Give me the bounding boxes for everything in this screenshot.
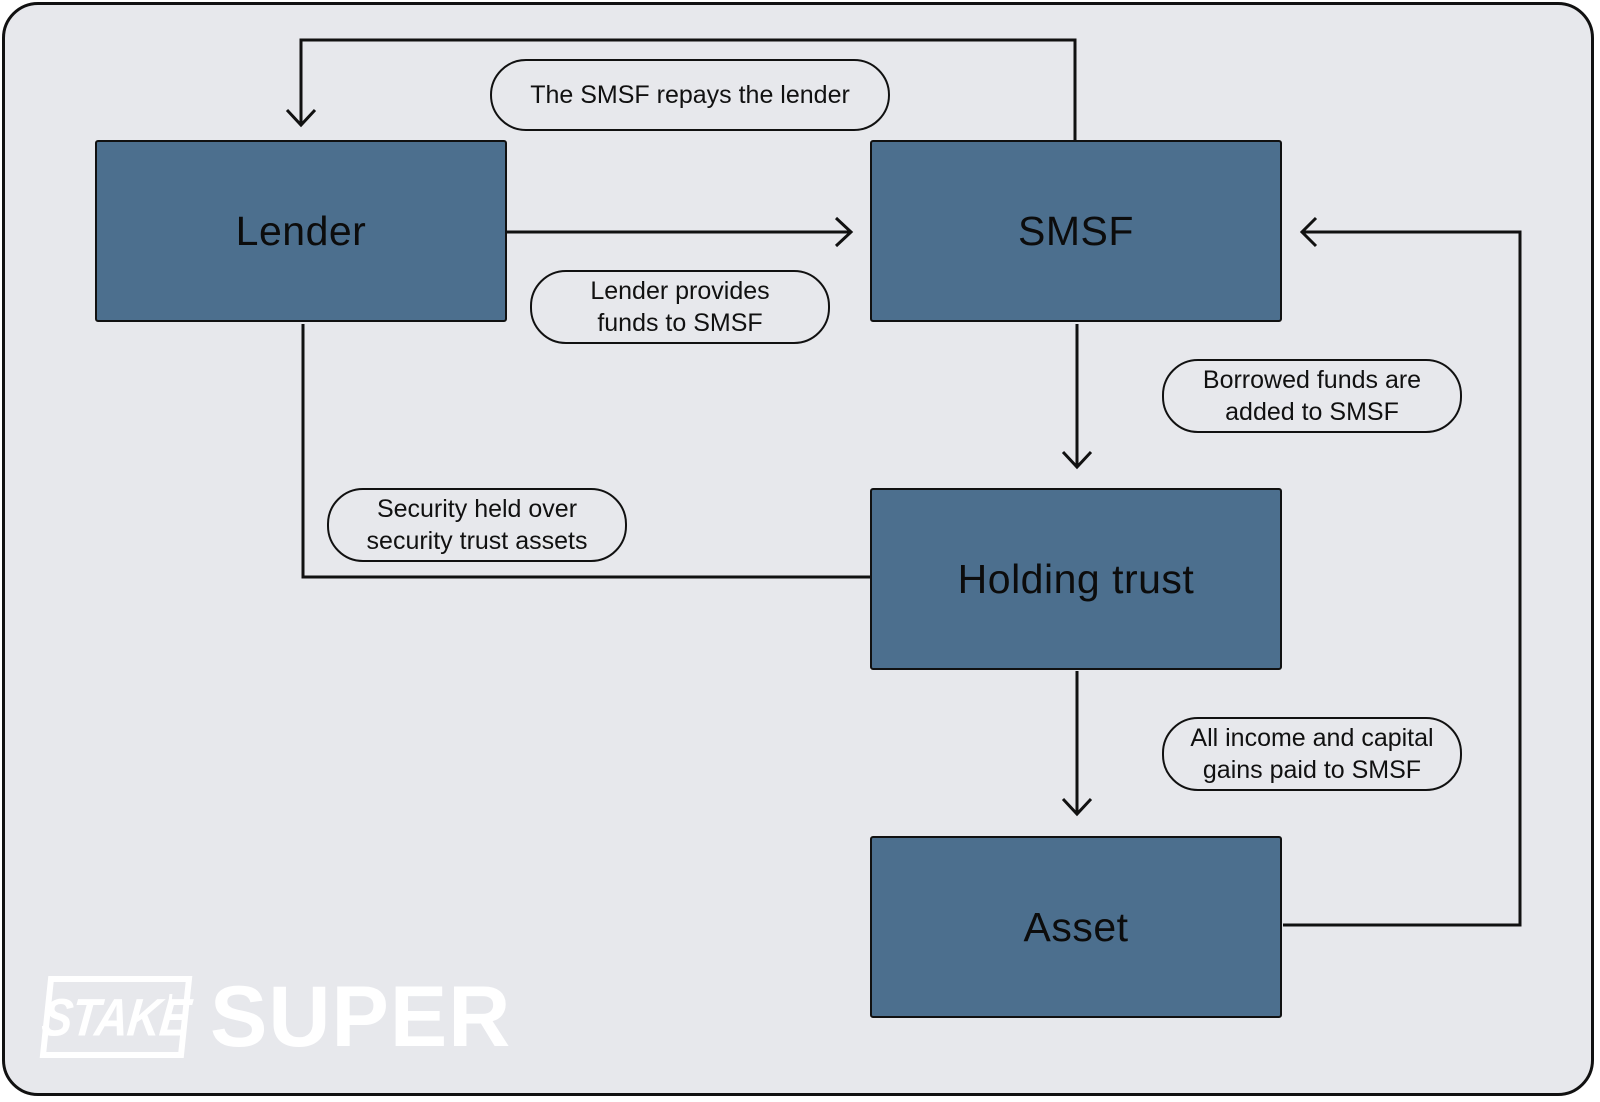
connector-lender-to-holding-trust [301, 324, 871, 579]
label-lender-provides-funds: Lender provides funds to SMSF [530, 270, 830, 344]
arrowhead-into-asset [1061, 797, 1093, 817]
connector-asset-to-smsf [1283, 230, 1522, 927]
label-smsf-repays-lender: The SMSF repays the lender [490, 59, 890, 131]
node-lender: Lender [95, 140, 507, 322]
label-borrowed-funds-added: Borrowed funds are added to SMSF [1162, 359, 1462, 433]
arrowhead-into-holding-trust [1061, 450, 1093, 470]
arrowhead-into-smsf-right [1299, 216, 1318, 248]
node-lender-label: Lender [235, 207, 367, 254]
node-smsf: SMSF [870, 140, 1282, 322]
connector-smsf-to-lender [299, 38, 1077, 140]
node-asset: Asset [870, 836, 1282, 1018]
label-security-held: Security held over security trust assets [327, 488, 627, 562]
stake-badge-icon: STAKE [39, 976, 193, 1058]
node-smsf-label: SMSF [1018, 207, 1134, 254]
logo-wordmark: SUPER [210, 968, 512, 1065]
stake-super-logo: STAKE SUPER [39, 969, 511, 1065]
label-income-capital-gains: All income and capital gains paid to SMS… [1162, 717, 1462, 791]
node-holding-trust-label: Holding trust [957, 555, 1195, 602]
node-holding-trust: Holding trust [870, 488, 1282, 670]
arrowhead-into-smsf-left [834, 216, 854, 248]
arrowhead-into-lender [285, 108, 317, 128]
node-asset-label: Asset [1023, 903, 1129, 950]
